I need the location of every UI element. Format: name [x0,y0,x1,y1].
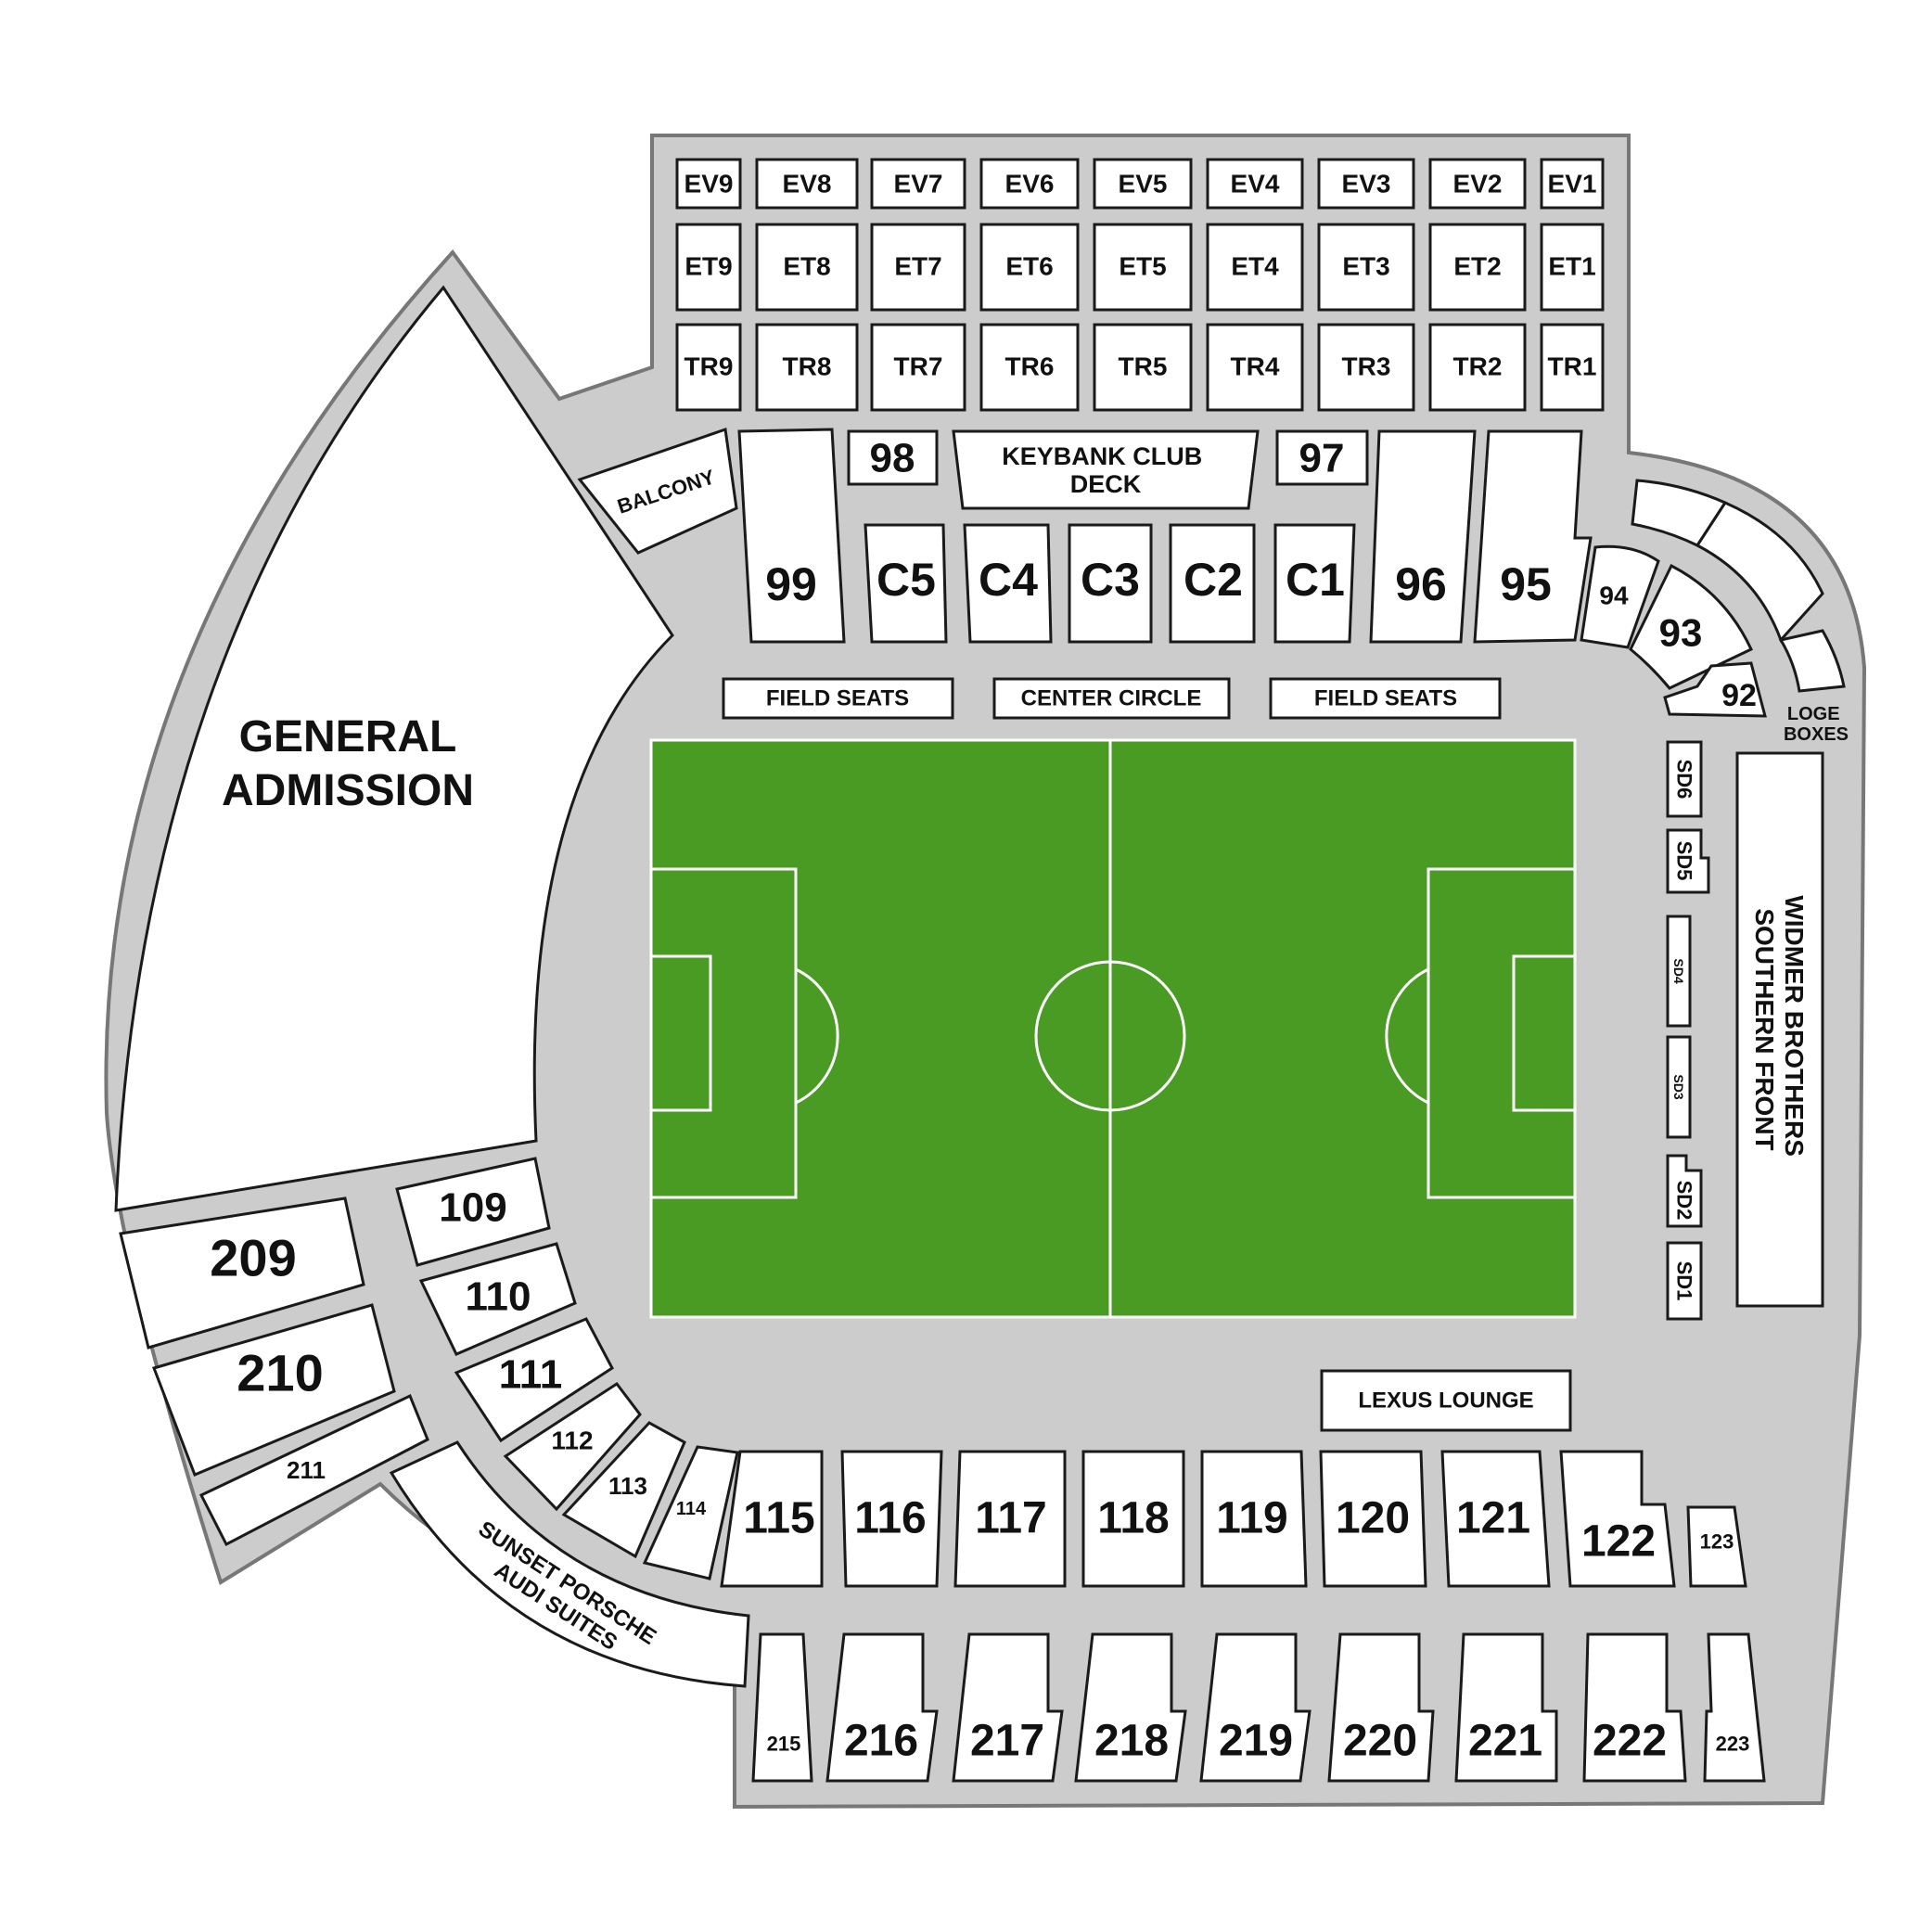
keybank-club-deck[interactable] [952,429,1260,510]
section-221[interactable] [1454,1632,1558,1783]
section-95[interactable] [1473,429,1593,644]
soccer-pitch [649,738,1577,1319]
section-114[interactable] [642,1445,739,1580]
section-et2[interactable] [1428,223,1527,312]
section-et5[interactable] [1093,223,1193,312]
loge-box-3[interactable] [1778,629,1846,693]
loge-box-2[interactable] [1695,501,1824,643]
section-ev8[interactable] [755,158,859,210]
section-sd2[interactable] [1666,1154,1703,1228]
section-215[interactable] [751,1632,813,1783]
section-109[interactable] [395,1157,551,1267]
section-tr3[interactable] [1317,323,1415,412]
left-goal-box [649,954,712,1112]
section-ev4[interactable] [1206,158,1304,210]
section-tr5[interactable] [1093,323,1193,412]
sunset-porsche-audi-suites[interactable] [389,1440,750,1688]
et-row: ET9 ET8 ET7 ET6 ET5 ET4 ET3 ET2 ET1 [675,223,1605,312]
section-et3[interactable] [1317,223,1415,312]
section-et8[interactable] [755,223,859,312]
section-tr2[interactable] [1428,323,1527,412]
section-et4[interactable] [1206,223,1304,312]
section-tr1[interactable] [1540,323,1605,412]
section-118[interactable] [1081,1450,1185,1588]
section-sd5[interactable] [1666,828,1710,894]
section-97[interactable] [1275,429,1369,486]
section-96[interactable] [1369,429,1477,644]
general-admission-section[interactable] [114,285,674,1212]
section-ev9[interactable] [675,158,742,210]
section-110[interactable] [418,1242,577,1356]
section-98[interactable] [847,429,939,486]
section-c3[interactable] [1068,523,1153,644]
section-223[interactable] [1703,1632,1766,1783]
section-218[interactable] [1074,1632,1187,1783]
section-121[interactable] [1440,1450,1551,1588]
section-92[interactable] [1663,661,1767,718]
section-220[interactable] [1327,1632,1435,1783]
section-sd3[interactable] [1666,1035,1692,1139]
section-216[interactable] [825,1632,939,1783]
section-117[interactable] [953,1450,1067,1588]
section-222[interactable] [1582,1632,1687,1783]
ev-row: EV9 EV8 EV7 EV6 EV5 EV4 EV3 EV2 EV1 [675,158,1605,210]
balcony-section[interactable] [577,427,738,555]
left-penalty-arc [795,967,839,1105]
widmer-brothers-section[interactable] [1735,751,1824,1308]
section-115[interactable] [720,1450,824,1588]
section-123[interactable] [1686,1505,1747,1588]
section-211[interactable] [198,1393,429,1547]
center-circle-seats[interactable] [992,677,1231,720]
section-sd6[interactable] [1666,740,1703,818]
section-122[interactable] [1559,1450,1676,1588]
south-stand: 115 116 117 118 119 120 121 122 123 [720,1450,1747,1588]
section-ev2[interactable] [1428,158,1527,210]
section-116[interactable] [840,1450,943,1588]
section-tr4[interactable] [1206,323,1304,412]
section-c2[interactable] [1169,523,1256,644]
section-99[interactable] [737,428,846,644]
section-c5[interactable] [864,523,948,644]
section-sd4[interactable] [1666,915,1692,1028]
right-penalty-arc [1385,967,1429,1105]
section-c1[interactable] [1273,523,1356,644]
section-tr6[interactable] [979,323,1080,412]
lexus-lounge[interactable] [1320,1369,1572,1432]
field-seats-left[interactable] [722,677,954,720]
section-ev6[interactable] [979,158,1080,210]
center-circle-line [1034,960,1186,1112]
field-seats-right[interactable] [1269,677,1502,720]
pitch-surface [649,738,1577,1319]
section-94[interactable] [1580,544,1660,649]
section-tr8[interactable] [755,323,859,412]
section-93[interactable] [1629,563,1753,690]
section-120[interactable] [1319,1450,1427,1588]
section-tr9[interactable] [675,323,742,412]
section-210[interactable] [152,1303,396,1477]
section-ev3[interactable] [1317,158,1415,210]
section-119[interactable] [1200,1450,1308,1588]
section-c4[interactable] [963,523,1053,644]
section-112[interactable] [503,1381,642,1512]
section-111[interactable] [454,1317,614,1443]
section-ev7[interactable] [870,158,966,210]
section-et7[interactable] [870,223,966,312]
section-ev5[interactable] [1093,158,1193,210]
section-ev1[interactable] [1540,158,1605,210]
tr-row: TR9 TR8 TR7 TR6 TR5 TR4 TR3 TR2 TR1 [675,323,1605,412]
section-sd1[interactable] [1666,1241,1703,1321]
section-et9[interactable] [675,223,742,312]
upper-south-stand: 215 216 217 218 219 220 221 222 223 [751,1632,1766,1783]
section-et1[interactable] [1540,223,1605,312]
section-217[interactable] [952,1632,1064,1783]
section-209[interactable] [119,1196,365,1350]
section-219[interactable] [1199,1632,1311,1783]
field-seats-strip: FIELD SEATS CENTER CIRCLE FIELD SEATS [722,677,1502,720]
section-et6[interactable] [979,223,1080,312]
section-tr7[interactable] [870,323,966,412]
section-113[interactable] [561,1421,686,1559]
right-goal-box [1512,954,1577,1112]
